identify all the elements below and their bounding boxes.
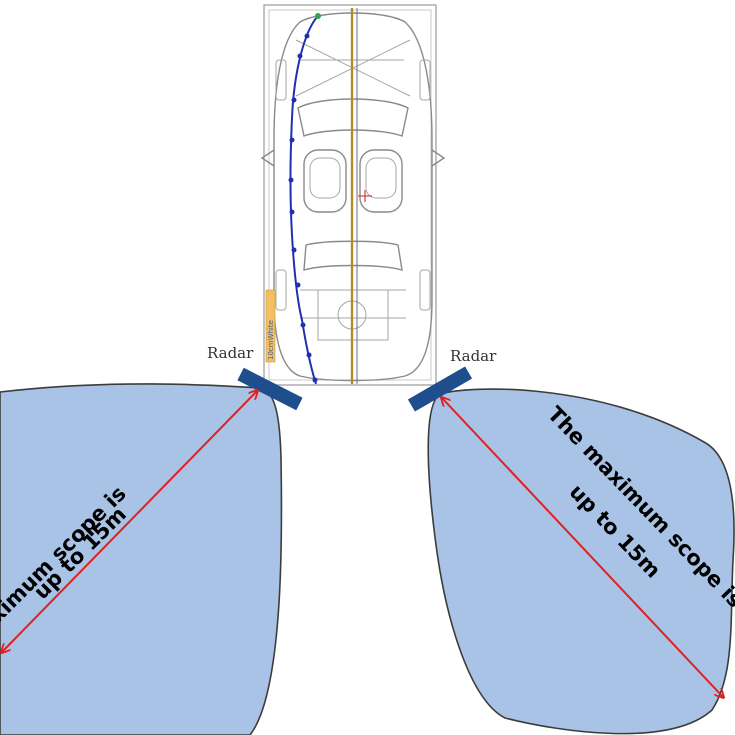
car-top-view: 10cmWhite bbox=[260, 4, 446, 386]
vehicle-trajectory bbox=[288, 13, 321, 385]
left-range-arrow bbox=[2, 391, 257, 652]
right-range-arrow bbox=[442, 398, 723, 697]
left-radar-label: Radar bbox=[207, 344, 254, 362]
car-ruler bbox=[265, 289, 276, 363]
car-ruler-text: 10cmWhite bbox=[267, 320, 275, 360]
left-radar-sensor bbox=[237, 367, 303, 411]
right-radar-label: Radar bbox=[450, 347, 497, 365]
right-radar-sensor bbox=[407, 366, 473, 412]
